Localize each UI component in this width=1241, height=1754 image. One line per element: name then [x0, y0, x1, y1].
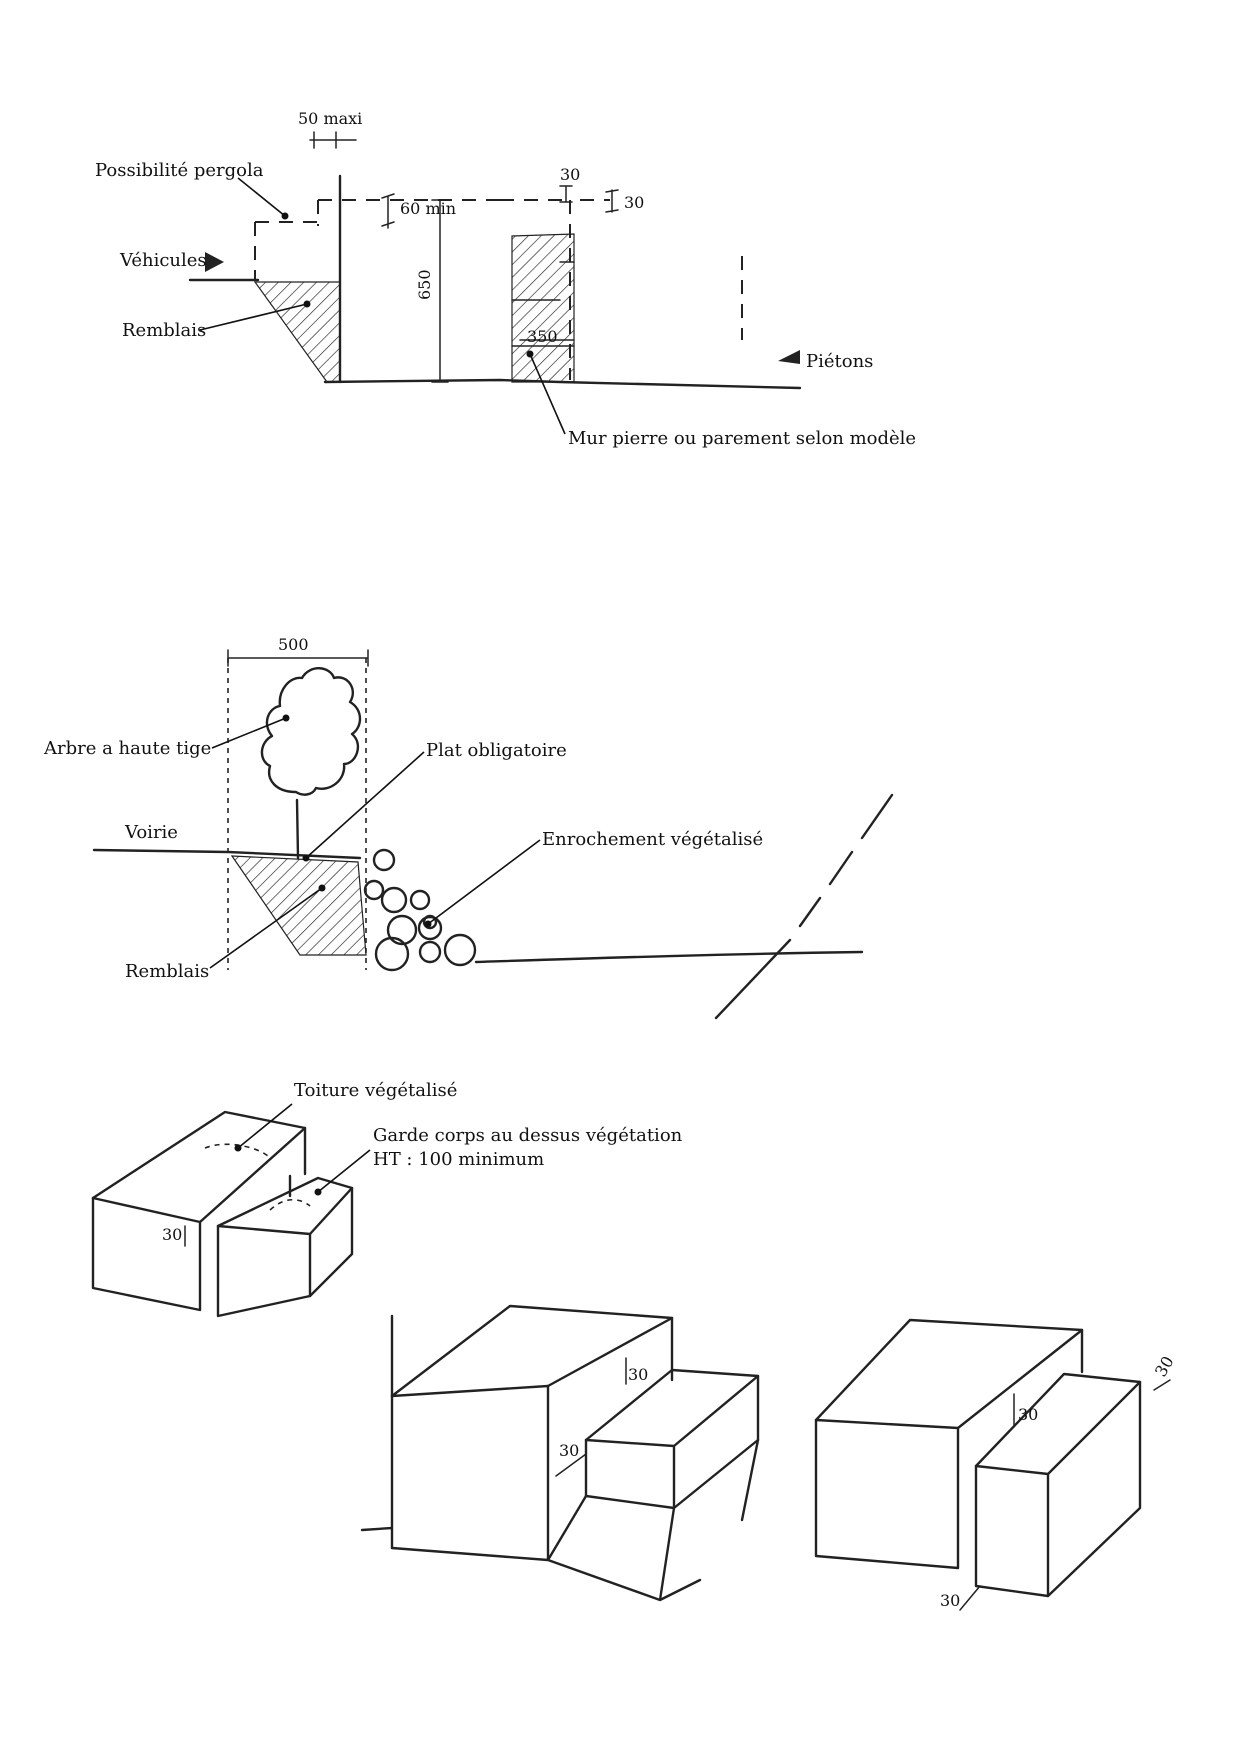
mid-side-dimension: 30 — [559, 1441, 579, 1460]
road-label: Voirie — [124, 822, 178, 843]
green-roof-label: Toiture végétalisé — [294, 1080, 457, 1101]
remblais-leader-2 — [209, 887, 323, 969]
wall-dimension: 350 — [527, 327, 558, 346]
wall-leader — [529, 353, 566, 435]
vehicles-arrow-icon — [205, 252, 224, 272]
pergola-leader — [237, 177, 286, 217]
pedestrians-arrow-icon — [778, 350, 800, 364]
pergola-outline — [254, 199, 500, 280]
min-dimension-mark — [381, 193, 395, 229]
flat-label: Plat obligatoire — [426, 740, 567, 761]
guardrail-leader — [317, 1149, 371, 1193]
tree-crown-outline — [260, 667, 362, 796]
tree-label: Arbre a haute tige — [43, 738, 211, 759]
remblais-leader — [199, 303, 308, 331]
small-volume — [91, 1110, 354, 1318]
rockfill-label: Enrochement végétalisé — [542, 829, 763, 850]
maxi-dimension: 50 maxi — [298, 109, 362, 128]
height-dimension: 650 — [415, 269, 434, 300]
pergola-leader-dot — [281, 212, 289, 220]
pedestrians-label: Piétons — [806, 351, 873, 372]
section-pergola-diagram: 50 maxi Possibilité pergola Véhicules Re… — [95, 109, 916, 449]
guardrail-leader-dot — [314, 1188, 322, 1196]
stone-wall-fill — [511, 233, 575, 383]
top-dimension-b: 30 — [624, 193, 644, 212]
middle-volume — [360, 1304, 760, 1602]
section-tree-diagram: 500 Arbre a haute tige — [43, 635, 894, 1020]
mid-top-dimension: 30 — [628, 1365, 648, 1384]
mid-side-dimension-mark — [555, 1453, 587, 1477]
right-bottom-dimension: 30 — [940, 1591, 960, 1610]
wall-label: Mur pierre ou parement selon modèle — [568, 428, 916, 449]
right-dashed-line — [580, 199, 743, 340]
top-dimension-a: 30 — [560, 165, 580, 184]
right-corner-dimension: 30 — [1151, 1353, 1178, 1380]
height-dimension-line — [431, 199, 449, 383]
right-corner-dimension-mark — [1153, 1379, 1171, 1391]
section-volumes-diagram: Toiture végétalisé Garde corps au dessus… — [91, 1080, 1178, 1611]
remblais-fill — [253, 281, 341, 383]
wall-stone-joints — [511, 261, 575, 341]
top-dimension-mark-a — [559, 185, 573, 203]
tree-leader-dot — [282, 714, 290, 722]
maxi-dimension-mark — [309, 131, 357, 149]
green-roof-leader-dot — [234, 1144, 242, 1152]
right-top-dimension: 30 — [1018, 1405, 1038, 1424]
remblais-leader-dot — [303, 300, 311, 308]
tree-leader — [211, 717, 287, 749]
min-dimension: 60 min — [400, 199, 456, 218]
guardrail-label-line2: HT : 100 minimum — [373, 1149, 544, 1170]
right-bottom-dimension-mark — [959, 1585, 981, 1611]
green-roof-leader — [237, 1103, 293, 1149]
wall-leader-dot — [526, 350, 534, 358]
remblais-label-2: Remblais — [125, 961, 209, 982]
remblais-label: Remblais — [122, 320, 206, 341]
section-cut-line — [714, 793, 894, 1020]
rockfill-leader-dot — [424, 920, 432, 928]
guardrail-label-line1: Garde corps au dessus végétation — [373, 1125, 683, 1146]
small-box-dimension: 30 — [162, 1225, 182, 1244]
tree-trunk — [295, 798, 300, 860]
remblais-fill-2 — [230, 855, 367, 956]
top-dimension-mark-b — [605, 189, 619, 213]
lower-ground-line — [474, 950, 864, 964]
rockfill-leader — [427, 839, 541, 925]
right-volume — [814, 1318, 1171, 1611]
vehicles-label: Véhicules — [119, 250, 207, 271]
road-line — [92, 848, 362, 860]
remblais-leader-2-dot — [318, 884, 326, 892]
pergola-label: Possibilité pergola — [95, 160, 264, 181]
flat-leader-dot — [302, 854, 310, 862]
flat-leader — [305, 751, 425, 859]
rock-cluster — [363, 848, 477, 972]
width-dimension: 500 — [278, 635, 309, 654]
